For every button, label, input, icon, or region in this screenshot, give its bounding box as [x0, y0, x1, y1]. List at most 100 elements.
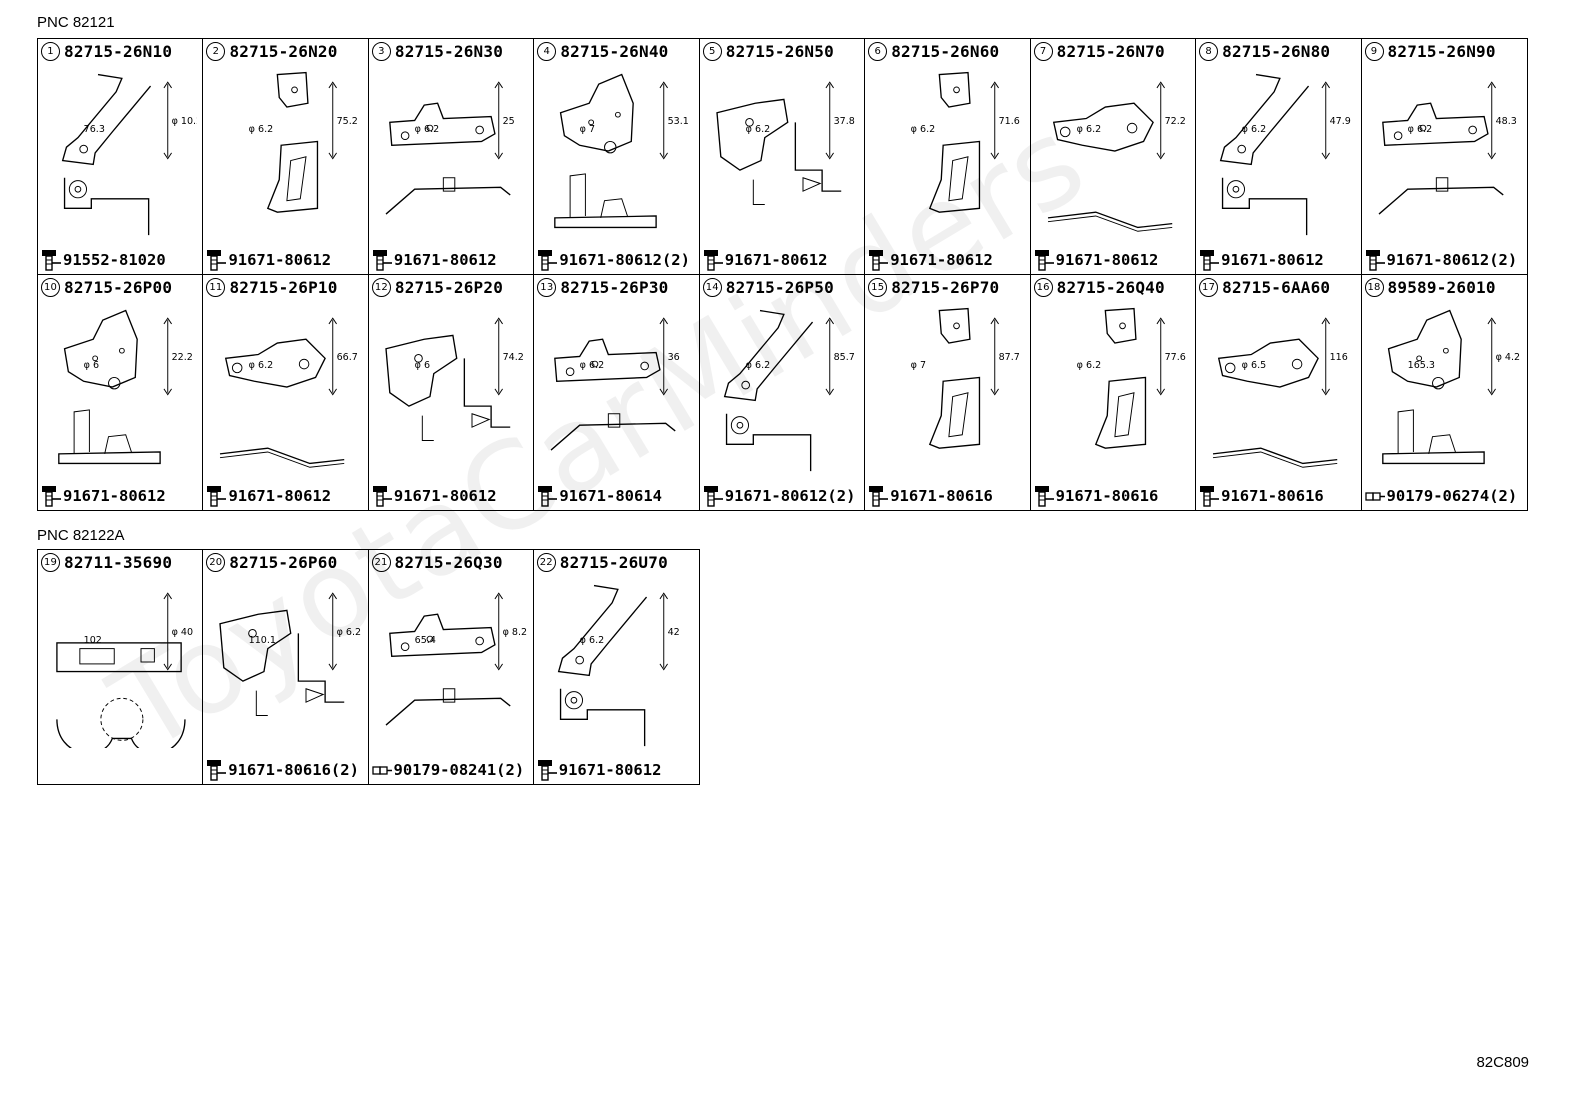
bolt-icon: [538, 486, 558, 507]
fastener-callout: 91671-80612: [537, 759, 661, 781]
bracket-drawing: φ 6.225: [385, 81, 515, 215]
dimension-label: φ 6.5: [1242, 359, 1267, 370]
dimension-label: φ 6.2: [1076, 124, 1101, 135]
callout-number: 22: [536, 553, 556, 572]
bracket-drawing: φ 6.5 116: [1213, 316, 1348, 468]
fastener-callout: 91671-80616: [868, 485, 993, 507]
fastener-part-number: 90179-08241(2): [393, 761, 525, 779]
fastener-callout: 90179-08241(2): [371, 759, 525, 781]
bracket-drawing: φ 6.248.3: [1378, 81, 1516, 215]
part-number: 82715-26N50: [725, 42, 834, 61]
dimension-label: 42: [667, 627, 679, 638]
bracket-drawing: φ 6.247.9: [1219, 73, 1351, 236]
part-number: 82715-26Q30: [394, 553, 503, 572]
part-number: 82715-26P00: [64, 277, 173, 297]
fastener-part-number: 91671-80612: [393, 250, 497, 269]
callout-number: 6: [868, 42, 888, 61]
bolt-icon: [537, 760, 557, 781]
dimension-label: φ 40: [172, 627, 193, 638]
fastener-callout: 90179-06274(2): [1364, 485, 1517, 507]
diagram-code: 82C809: [1476, 1054, 1529, 1071]
bolt-icon: [42, 249, 61, 271]
bolt-icon: [1034, 486, 1054, 507]
dimension-label: φ 6.2: [1242, 124, 1267, 135]
nut-icon: [1364, 492, 1385, 501]
bracket-drawing: φ 6.277.6: [1076, 307, 1185, 449]
bolt-icon: [372, 249, 392, 271]
bracket-drawing: 76.3φ 10.2: [61, 73, 197, 236]
callout-number: 2: [206, 42, 226, 61]
dimension-label: 72.2: [1164, 116, 1185, 127]
bolt-icon: [207, 249, 227, 271]
bracket-drawing: φ 6.242: [557, 584, 679, 747]
bolt-icon: [1200, 486, 1220, 507]
bracket-drawing: φ 622.2: [58, 309, 193, 464]
callout-number: 16: [1033, 277, 1053, 297]
fastener-part-number: 91671-80612: [1221, 250, 1324, 269]
callout-number: 11: [206, 277, 226, 297]
bracket-drawing: 65.4φ 8.2: [385, 592, 527, 726]
callout-number: 21: [371, 553, 391, 572]
fastener-callout: 91671-80616: [1199, 485, 1324, 507]
bracket-drawing: φ 6.285.7: [723, 309, 855, 471]
fastener-callout: 91671-80612: [372, 249, 497, 271]
part-number: 82715-26N20: [229, 42, 338, 61]
callout-number: 7: [1033, 42, 1053, 61]
part-number: 82715-26P70: [891, 277, 1000, 297]
dimension-label: φ 7: [580, 124, 595, 135]
fastener-part-number: 91671-80612(2): [1386, 250, 1518, 269]
callout-number: 20: [206, 553, 226, 572]
fastener-callout: 91671-80612: [868, 249, 993, 271]
fastener-part-number: 91671-80612: [228, 250, 332, 269]
part-number: 82715-26N70: [1056, 42, 1165, 61]
part-number: 82715-26N30: [394, 42, 504, 61]
bolt-icon: [42, 486, 61, 507]
callout-number: 13: [537, 277, 557, 297]
fastener-part-number: 91671-80612: [890, 250, 993, 269]
bolt-icon: [703, 249, 723, 271]
dimension-label: 77.6: [1164, 352, 1185, 363]
part-number: 82715-26N60: [891, 42, 1000, 61]
part-number: 82715-26N80: [1222, 42, 1331, 61]
part-number: 82715-26P10: [229, 277, 338, 297]
callout-number: 15: [868, 277, 888, 297]
dimension-label: φ 6.2: [415, 124, 440, 135]
dimension-label: 116: [1330, 352, 1348, 363]
callout-number: 14: [702, 277, 722, 297]
callout-number: 1: [41, 42, 60, 61]
nut-icon: [371, 766, 392, 775]
fastener-part-number: 91671-80616: [1221, 487, 1324, 505]
